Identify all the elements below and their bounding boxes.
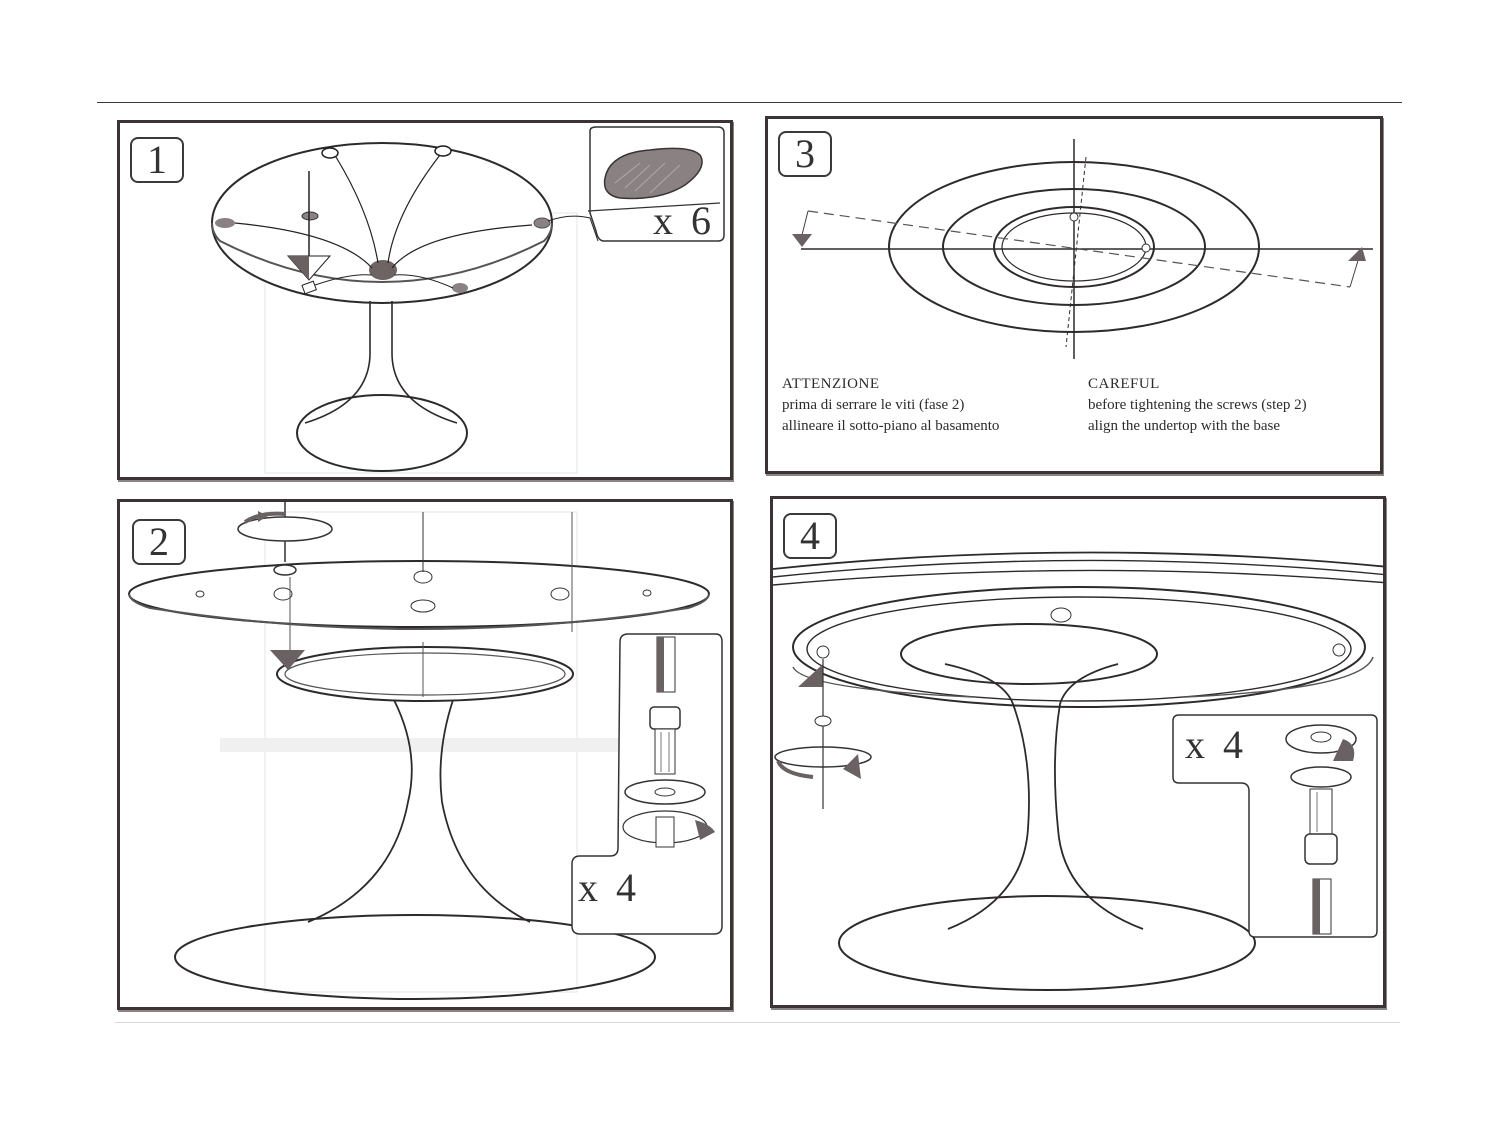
step-number-badge: 3	[778, 131, 832, 177]
screw-washer-icon	[622, 636, 715, 848]
screw-quantity-label: x 4	[578, 865, 640, 910]
caution-line-english-2: align the undertop with the base	[1088, 418, 1281, 434]
top-rule-line	[97, 102, 1402, 103]
bottom-rule-line	[115, 1022, 1400, 1023]
step-4-panel: 4 x 4	[770, 496, 1386, 1008]
caution-note-italian: ATTENZIONE prima di serrare le viti (fas…	[782, 374, 999, 437]
step-number-badge: 2	[132, 519, 186, 565]
step-number-badge: 4	[783, 513, 837, 559]
step-1-panel: 1 x 6	[117, 120, 733, 480]
felt-pad-icon	[603, 147, 703, 200]
pad-quantity-label: x 6	[653, 198, 715, 243]
screw-washer-icon	[1285, 724, 1357, 935]
caution-line-italian-2: allineare il sotto-piano al basamento	[782, 418, 1000, 434]
step-3-panel: 3 ATTENZIONE prima di serrare le viti (f…	[765, 116, 1383, 474]
step-number-badge: 1	[130, 137, 184, 183]
step-4-illustration	[773, 551, 1383, 991]
caution-heading-italian: ATTENZIONE	[782, 376, 880, 392]
caution-note-english: CAREFUL before tightening the screws (st…	[1088, 374, 1307, 437]
caution-heading-english: CAREFUL	[1088, 376, 1160, 392]
step-2-illustration	[128, 502, 723, 1000]
step-3-illustration	[792, 139, 1373, 359]
step-1-illustration	[211, 126, 725, 474]
step-2-panel: 2 x 4	[117, 499, 733, 1010]
screw-quantity-label: x 4	[1185, 722, 1247, 767]
caution-line-english-1: before tightening the screws (step 2)	[1088, 397, 1307, 413]
caution-line-italian-1: prima di serrare le viti (fase 2)	[782, 397, 965, 413]
